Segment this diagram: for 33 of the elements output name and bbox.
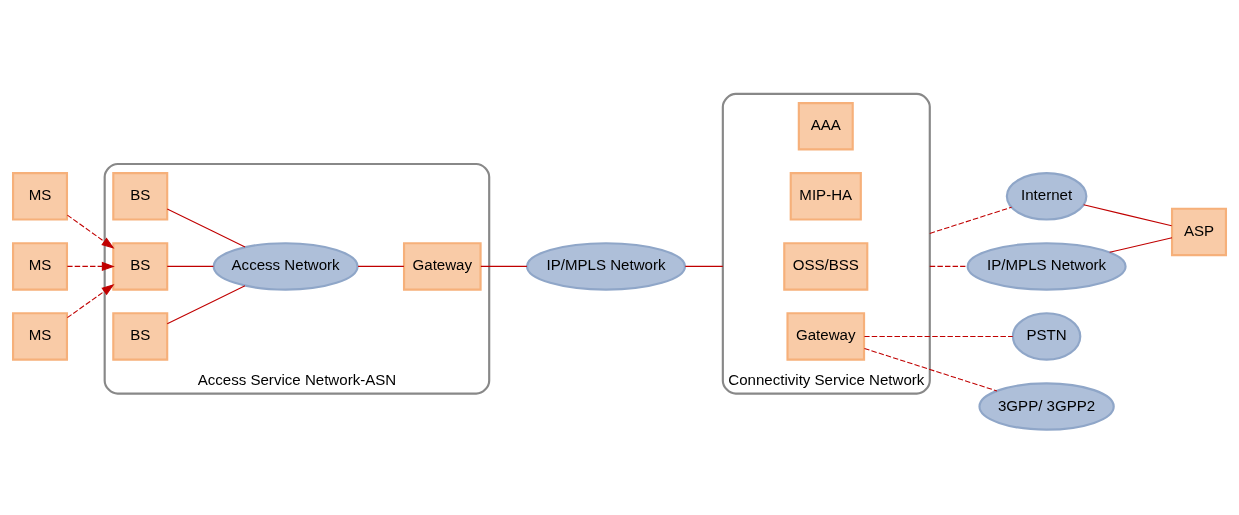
connector: [166, 208, 246, 248]
node-box: BS: [112, 242, 169, 291]
connector: [166, 285, 246, 325]
node-ellipse: IP/MPLS Network: [525, 242, 687, 291]
arrow: [66, 284, 115, 319]
connector: [929, 206, 1013, 234]
node-box: Gateway: [786, 312, 866, 361]
node-box: MS: [12, 242, 69, 291]
node-box: ASP: [1170, 207, 1227, 257]
node-box: Gateway: [402, 242, 482, 291]
node-box: MS: [12, 312, 69, 361]
node-box: MIP-HA: [789, 172, 862, 221]
node-ellipse: PSTN: [1011, 312, 1082, 361]
connector: [684, 265, 724, 267]
arrow: [66, 214, 115, 249]
node-box: MS: [12, 172, 69, 221]
connector: [166, 265, 214, 267]
node-box: AAA: [797, 102, 854, 151]
connector: [863, 335, 1014, 337]
connector: [480, 265, 528, 267]
connector: [1083, 204, 1173, 227]
node-ellipse: 3GPP/ 3GPP2: [978, 382, 1115, 431]
node-box: BS: [112, 172, 169, 221]
node-ellipse: IP/MPLS Network: [966, 242, 1127, 291]
node-box: OSS/BSS: [783, 242, 869, 291]
connector: [1109, 237, 1173, 253]
connector: [929, 265, 969, 267]
arrow: [66, 261, 115, 271]
connector: [357, 265, 405, 267]
connector: [863, 347, 998, 392]
node-box: BS: [112, 312, 169, 361]
node-ellipse: Internet: [1005, 172, 1088, 221]
node-ellipse: Access Network: [212, 242, 359, 291]
